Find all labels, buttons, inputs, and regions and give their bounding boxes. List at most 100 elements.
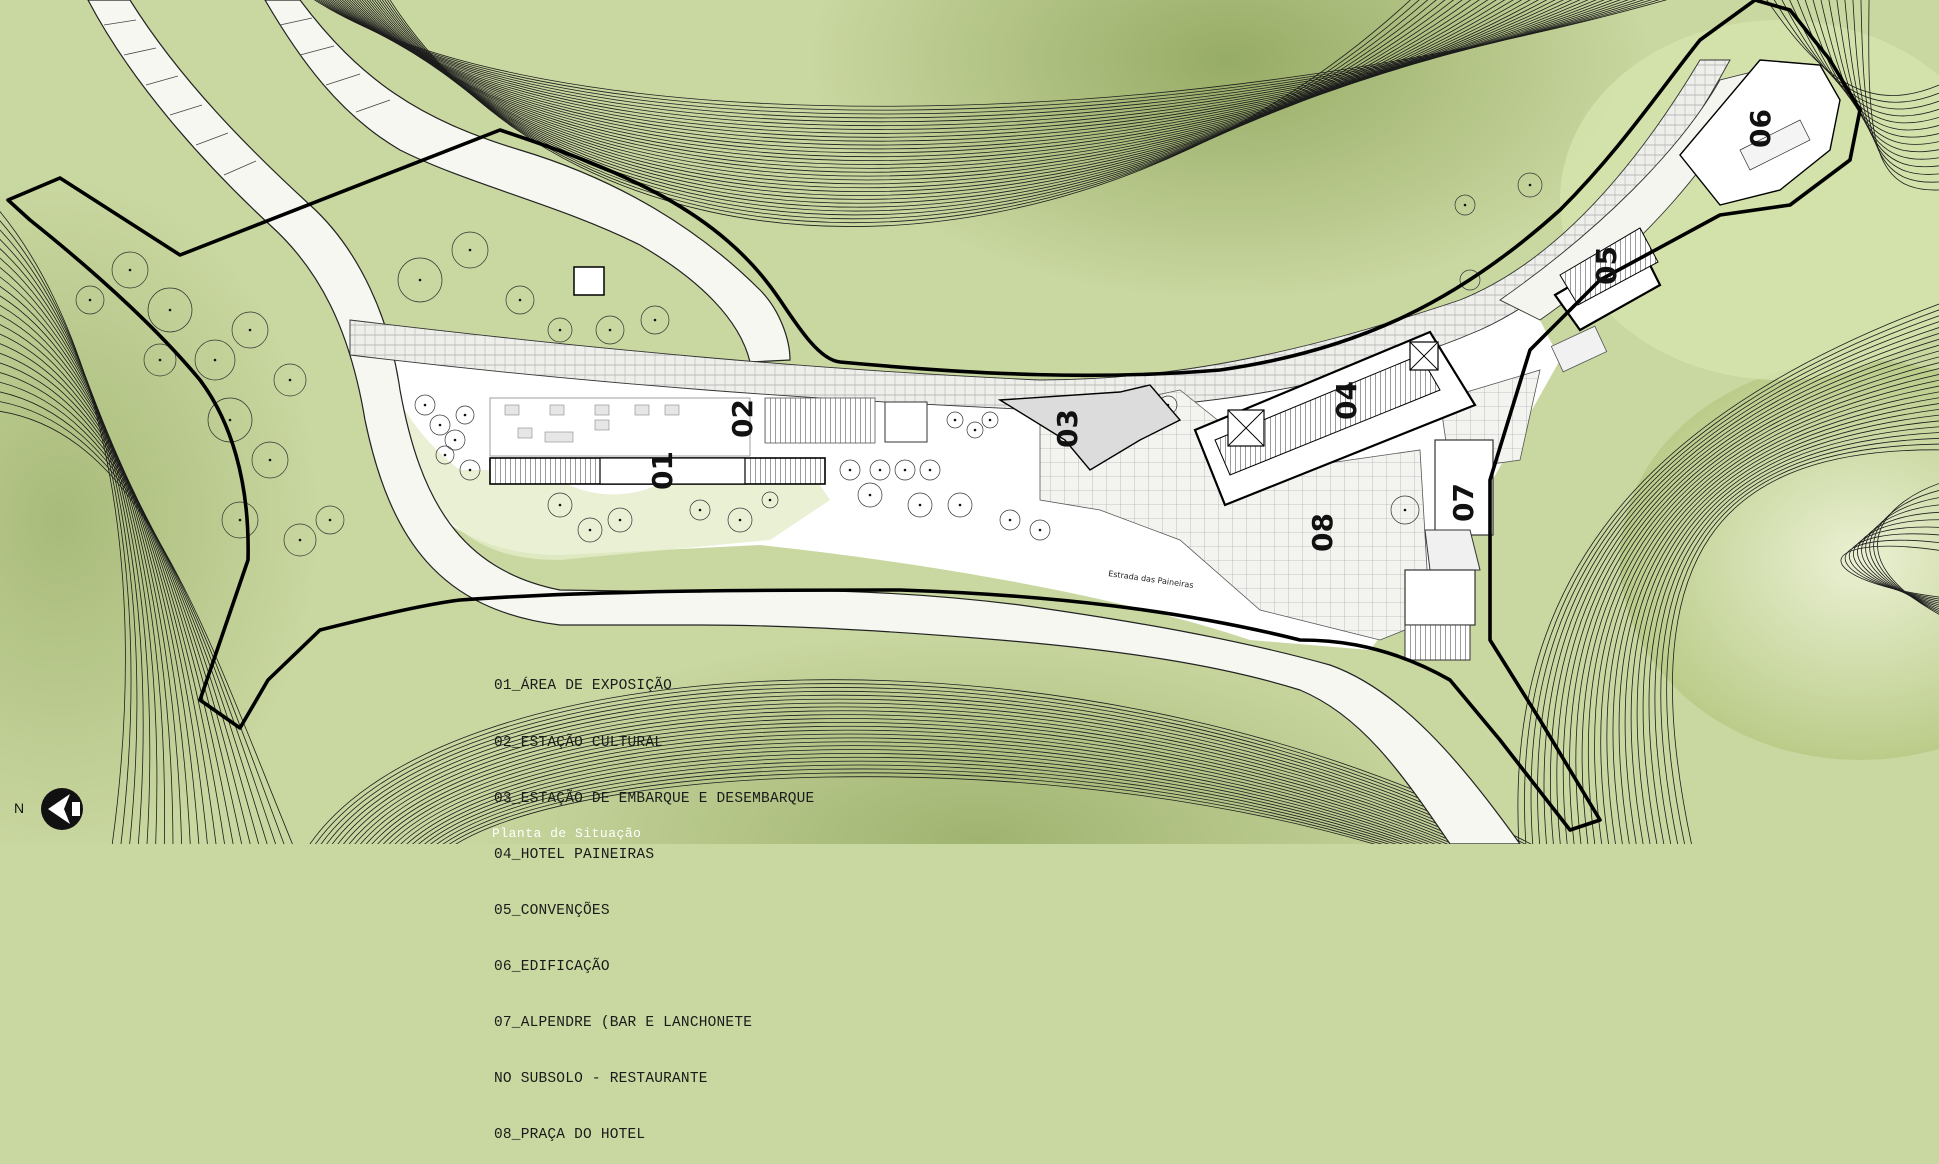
tree-circle [207, 397, 253, 443]
contour-line [371, 721, 1467, 844]
contour-line [326, 690, 1514, 844]
tree-circle [919, 459, 941, 481]
tree-circle [273, 363, 307, 397]
tree-trunk-dot [518, 298, 522, 302]
contour-line [1860, 0, 1939, 183]
contour-line [436, 764, 1397, 844]
tree-circle [1459, 269, 1481, 291]
contour-line [377, 0, 1454, 208]
tree-circle [221, 501, 259, 539]
tree-circle [966, 421, 984, 439]
tree-circle [429, 414, 451, 436]
tree-trunk-dot [588, 528, 592, 532]
tree-circle [414, 394, 436, 416]
tree-trunk-dot [868, 493, 872, 497]
contour-line [0, 220, 132, 844]
tree-trunk-dot [768, 498, 772, 502]
trees [75, 172, 1543, 557]
contour-line [387, 0, 1420, 223]
legend-item: NO SUBSOLO - RESTAURANTE [494, 1071, 708, 1088]
contour-line [0, 211, 126, 844]
tree-circle [75, 285, 105, 315]
tree-trunk-dot [903, 468, 907, 472]
tree-circle [595, 315, 625, 345]
tree-circle [946, 411, 964, 429]
tree-circle [315, 505, 345, 535]
contour-line [1606, 385, 1939, 844]
contour-line [384, 0, 1428, 220]
tree-circle [435, 445, 455, 465]
tree-circle [727, 507, 753, 533]
contour-line [1820, 0, 1939, 145]
contour-line [1624, 403, 1939, 844]
north-arrow-icon [41, 788, 83, 830]
contour-line [354, 710, 1485, 844]
contour-line [412, 749, 1423, 844]
contour-line [430, 760, 1403, 844]
tree-trunk-dot [168, 308, 172, 312]
tree-trunk-dot [423, 403, 427, 407]
contour-line [360, 714, 1479, 844]
site-plan-map: 01 02 03 04 05 06 07 08 Estrada das Pain… [0, 0, 1939, 844]
tree-trunk-dot [158, 358, 162, 362]
contour-line [1642, 420, 1939, 844]
contour-line [1537, 321, 1939, 844]
tree-trunk-dot [418, 278, 422, 282]
contour-line [337, 698, 1503, 844]
label-06: 06 [1744, 109, 1777, 148]
contour-line [1543, 327, 1939, 844]
legend-item: 01_ÁREA DE EXPOSIÇÃO [494, 678, 673, 695]
tree-trunk-dot [128, 268, 132, 272]
contour-line [0, 248, 151, 844]
contour-line [315, 683, 1526, 844]
legend-item: 07_ALPENDRE (BAR E LANCHONETE [494, 1014, 753, 1031]
tree-trunk-dot [438, 423, 442, 427]
tree-circle [231, 311, 269, 349]
tree-trunk-dot [953, 418, 957, 422]
tree-circle [999, 509, 1021, 531]
tree-trunk-dot [298, 538, 302, 542]
tree-circle [869, 459, 891, 481]
contour-line [379, 0, 1446, 212]
contour-line [1812, 0, 1939, 138]
contour-line [394, 737, 1442, 844]
contour-line [0, 324, 217, 844]
tree-circle [1454, 194, 1476, 216]
buildings [489, 59, 1841, 661]
contour-line [382, 0, 1437, 216]
tree-circle [1029, 519, 1051, 541]
tree-trunk-dot [558, 503, 562, 507]
tree-trunk-dot [1038, 528, 1042, 532]
contour-line [0, 286, 182, 844]
legend-item: 04_HOTEL PAINEIRAS [494, 846, 655, 863]
tree-trunk-dot [618, 518, 622, 522]
plan-caption: Planta de Situação [492, 826, 642, 841]
label-01: 01 [646, 451, 679, 490]
contour-line [366, 0, 1488, 192]
contour-line [361, 0, 1505, 185]
contour-line [348, 706, 1491, 844]
tree-circle [455, 405, 475, 425]
terrain [0, 0, 1939, 844]
tree-trunk-dot [213, 358, 217, 362]
tree-circle [547, 492, 573, 518]
contour-line [1660, 438, 1939, 844]
contour-line [449, 772, 1383, 844]
contour-line [1840, 545, 1939, 598]
contour-line [1530, 315, 1939, 844]
tree-trunk-dot [238, 518, 242, 522]
contour-line [1630, 409, 1939, 844]
contour-line [364, 0, 1497, 189]
contour-line [442, 768, 1390, 844]
contour-line [0, 257, 158, 844]
tree-circle [194, 339, 236, 381]
tree-circle [839, 459, 861, 481]
tree-trunk-dot [288, 378, 292, 382]
contour-line [359, 0, 1514, 181]
tree-trunk-dot [443, 453, 447, 457]
tree-trunk-dot [958, 503, 962, 507]
tree-trunk-dot [248, 328, 252, 332]
tree-circle [444, 429, 466, 451]
contour-line [1666, 443, 1939, 844]
tree-trunk-dot [228, 418, 232, 422]
